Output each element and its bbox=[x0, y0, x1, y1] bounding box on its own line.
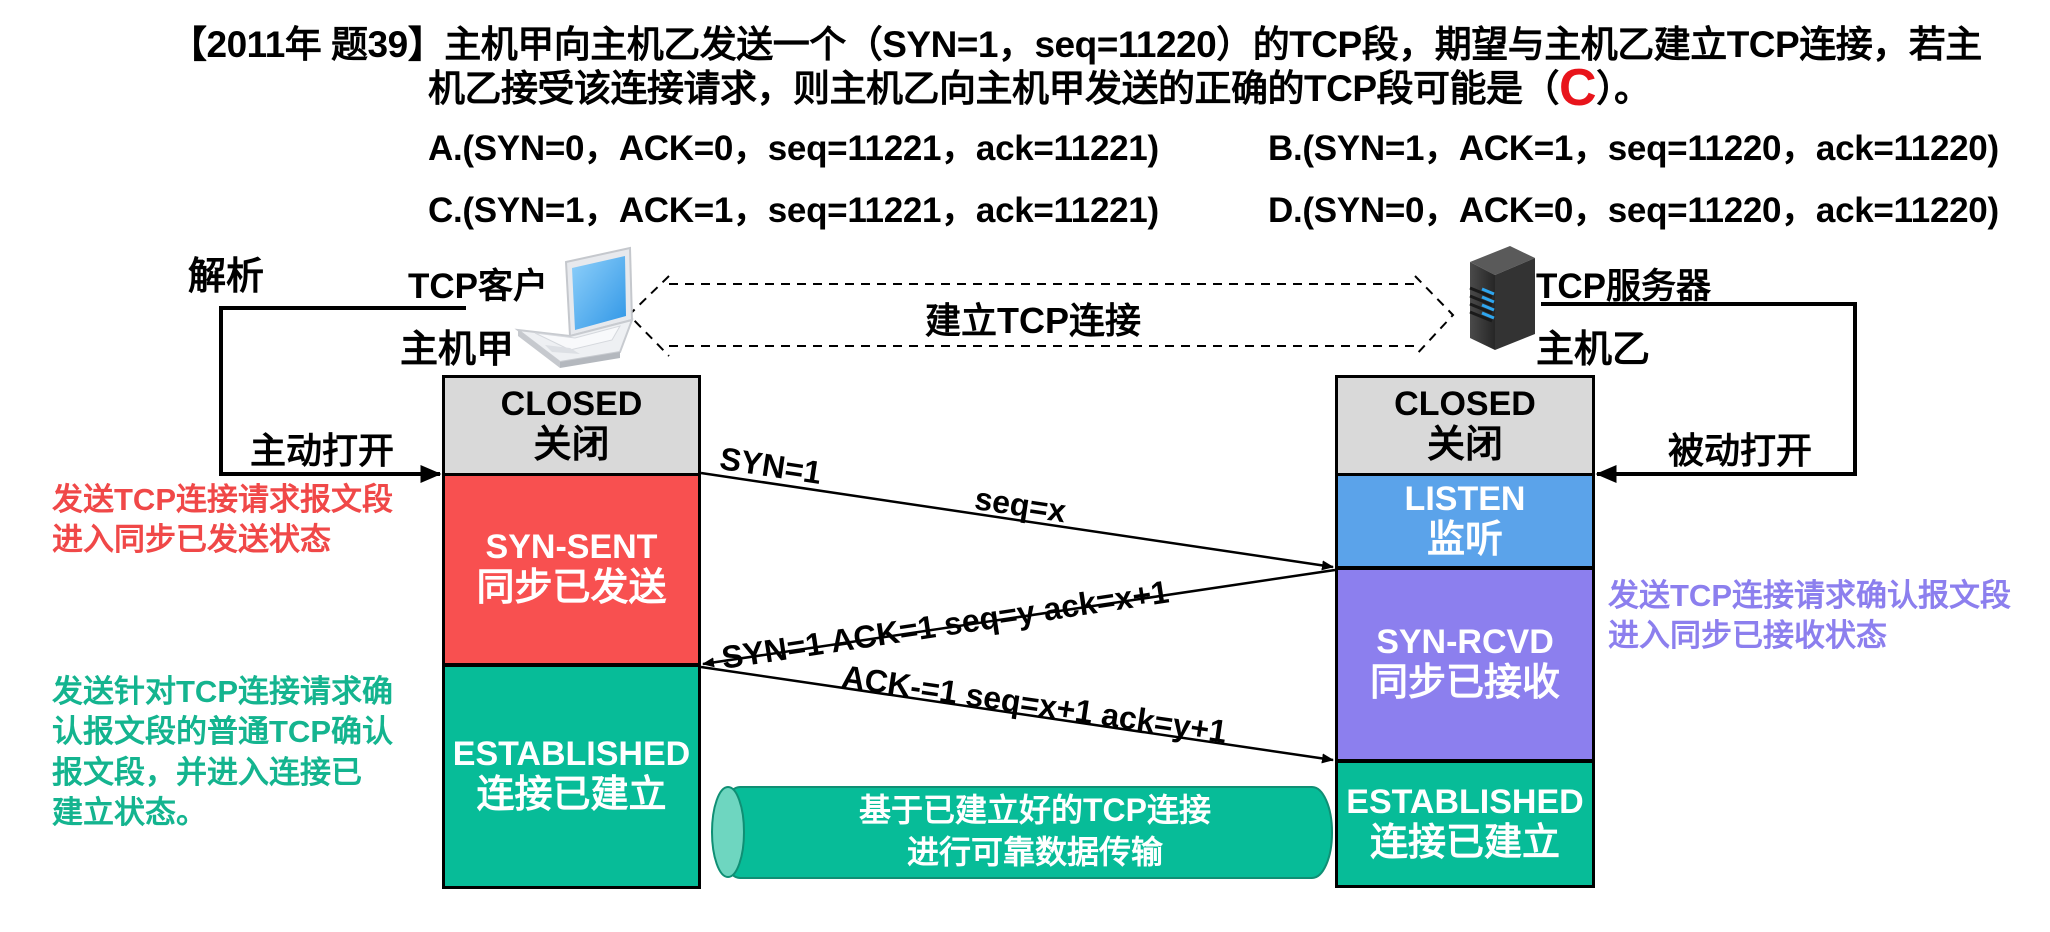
option-b-text: (SYN=1，ACK=1，seq=11220，ack=11220) bbox=[1302, 129, 1999, 168]
pipe-line: 进行可靠数据传输 bbox=[906, 833, 1163, 870]
option-a-label: A. bbox=[428, 129, 463, 168]
option-a: A.(SYN=0，ACK=0，seq=11221，ack=11221) bbox=[428, 120, 1159, 171]
server-open-label: 被动打开 bbox=[1668, 430, 1813, 471]
client-state-syn-sent: SYN-SENT 同步已发送 bbox=[442, 473, 701, 666]
client-host: 主机甲 bbox=[400, 329, 515, 371]
client-open-label: 主动打开 bbox=[250, 430, 395, 471]
state-zh: 监听 bbox=[1426, 518, 1503, 561]
server-host: 主机乙 bbox=[1536, 329, 1651, 371]
option-d-label: D. bbox=[1268, 191, 1303, 230]
message-label-ack: ACK-=1 seq=x+1 ack=y+1 bbox=[839, 658, 1230, 750]
answer-mark: C bbox=[1559, 59, 1597, 117]
note-line: 发送针对TCP连接请求确 bbox=[52, 674, 393, 709]
message-label-syn-ack: SYN=1 ACK=1 seq=y ack=x+1 bbox=[719, 573, 1172, 676]
note-line: 认报文段的普通TCP确认 bbox=[52, 714, 393, 750]
state-zh: 关闭 bbox=[1426, 424, 1503, 467]
server-role: TCP服务器 bbox=[1536, 267, 1712, 306]
question-stem-2-end: ）。 bbox=[1596, 68, 1651, 109]
state-zh: 同步已接收 bbox=[1369, 662, 1560, 705]
option-b-label: B. bbox=[1268, 129, 1303, 168]
message-label-syn: SYN=1 bbox=[717, 440, 824, 491]
question-tag: 【2011年 题39】 bbox=[170, 24, 445, 65]
data-pipe-label: 基于已建立好的TCP连接 进行可靠数据传输 bbox=[740, 790, 1330, 873]
state-en: LISTEN bbox=[1404, 479, 1526, 518]
server-icon bbox=[1469, 246, 1535, 350]
state-zh: 连接已建立 bbox=[1369, 821, 1560, 864]
state-en: SYN-RCVD bbox=[1376, 623, 1554, 662]
note-line: 建立状态。 bbox=[52, 794, 207, 830]
state-zh: 同步已发送 bbox=[476, 567, 667, 610]
state-en: ESTABLISHED bbox=[452, 735, 691, 774]
state-zh: 关闭 bbox=[533, 424, 610, 467]
client-note-syn-sent: 发送TCP连接请求报文段 进入同步已发送状态 bbox=[52, 480, 393, 561]
state-en: CLOSED bbox=[1394, 385, 1536, 424]
server-state-listen: LISTEN 监听 bbox=[1335, 473, 1595, 569]
note-line: 报文段，并进入连接已 bbox=[52, 754, 362, 790]
server-note-syn-rcvd: 发送TCP连接请求确认报文段 进入同步已接收状态 bbox=[1608, 576, 2011, 657]
option-b: B.(SYN=1，ACK=1，seq=11220，ack=11220) bbox=[1268, 120, 1999, 171]
question-line-1: 【2011年 题39】主机甲向主机乙发送一个（SYN=1，seq=11220）的… bbox=[170, 14, 1982, 68]
pipe-line: 基于已建立好的TCP连接 bbox=[858, 792, 1211, 828]
server-state-syn-rcvd: SYN-RCVD 同步已接收 bbox=[1335, 567, 1595, 762]
option-d-text: (SYN=0，ACK=0，seq=11220，ack=11220) bbox=[1302, 191, 1999, 230]
client-note-established: 发送针对TCP连接请求确 认报文段的普通TCP确认 报文段，并进入连接已 建立状… bbox=[52, 672, 393, 833]
connection-label: 建立TCP连接 bbox=[925, 300, 1142, 341]
question-stem-1: 主机甲向主机乙发送一个（SYN=1，seq=11220）的TCP段，期望与主机乙… bbox=[444, 24, 1982, 65]
note-line: 进入同步已发送状态 bbox=[52, 522, 331, 558]
state-en: CLOSED bbox=[500, 385, 643, 424]
question-stem-2: 机乙接受该连接请求，则主机乙向主机甲发送的正确的TCP段可能是（ bbox=[428, 68, 1560, 109]
question-line-2: 机乙接受该连接请求，则主机乙向主机甲发送的正确的TCP段可能是（C）。 bbox=[428, 58, 1651, 118]
server-state-closed: CLOSED 关闭 bbox=[1335, 375, 1595, 475]
state-en: SYN-SENT bbox=[485, 528, 658, 567]
option-c-label: C. bbox=[428, 191, 463, 230]
note-line: 发送TCP连接请求报文段 bbox=[52, 482, 393, 517]
state-en: ESTABLISHED bbox=[1346, 782, 1584, 821]
analysis-label: 解析 bbox=[188, 256, 265, 298]
client-state-established: ESTABLISHED 连接已建立 bbox=[442, 664, 701, 889]
option-c: C.(SYN=1，ACK=1，seq=11221，ack=11221) bbox=[428, 182, 1159, 233]
state-zh: 连接已建立 bbox=[476, 774, 667, 817]
option-d: D.(SYN=0，ACK=0，seq=11220，ack=11220) bbox=[1268, 182, 1999, 233]
option-a-text: (SYN=0，ACK=0，seq=11221，ack=11221) bbox=[462, 129, 1159, 168]
client-state-closed: CLOSED 关闭 bbox=[442, 375, 701, 475]
note-line: 进入同步已接收状态 bbox=[1608, 618, 1887, 654]
server-state-established: ESTABLISHED 连接已建立 bbox=[1335, 760, 1595, 888]
client-role: TCP客户 bbox=[408, 267, 549, 306]
note-line: 发送TCP连接请求确认报文段 bbox=[1608, 578, 2011, 613]
message-label-seq: seq=x bbox=[972, 480, 1069, 530]
option-c-text: (SYN=1，ACK=1，seq=11221，ack=11221) bbox=[462, 191, 1159, 230]
